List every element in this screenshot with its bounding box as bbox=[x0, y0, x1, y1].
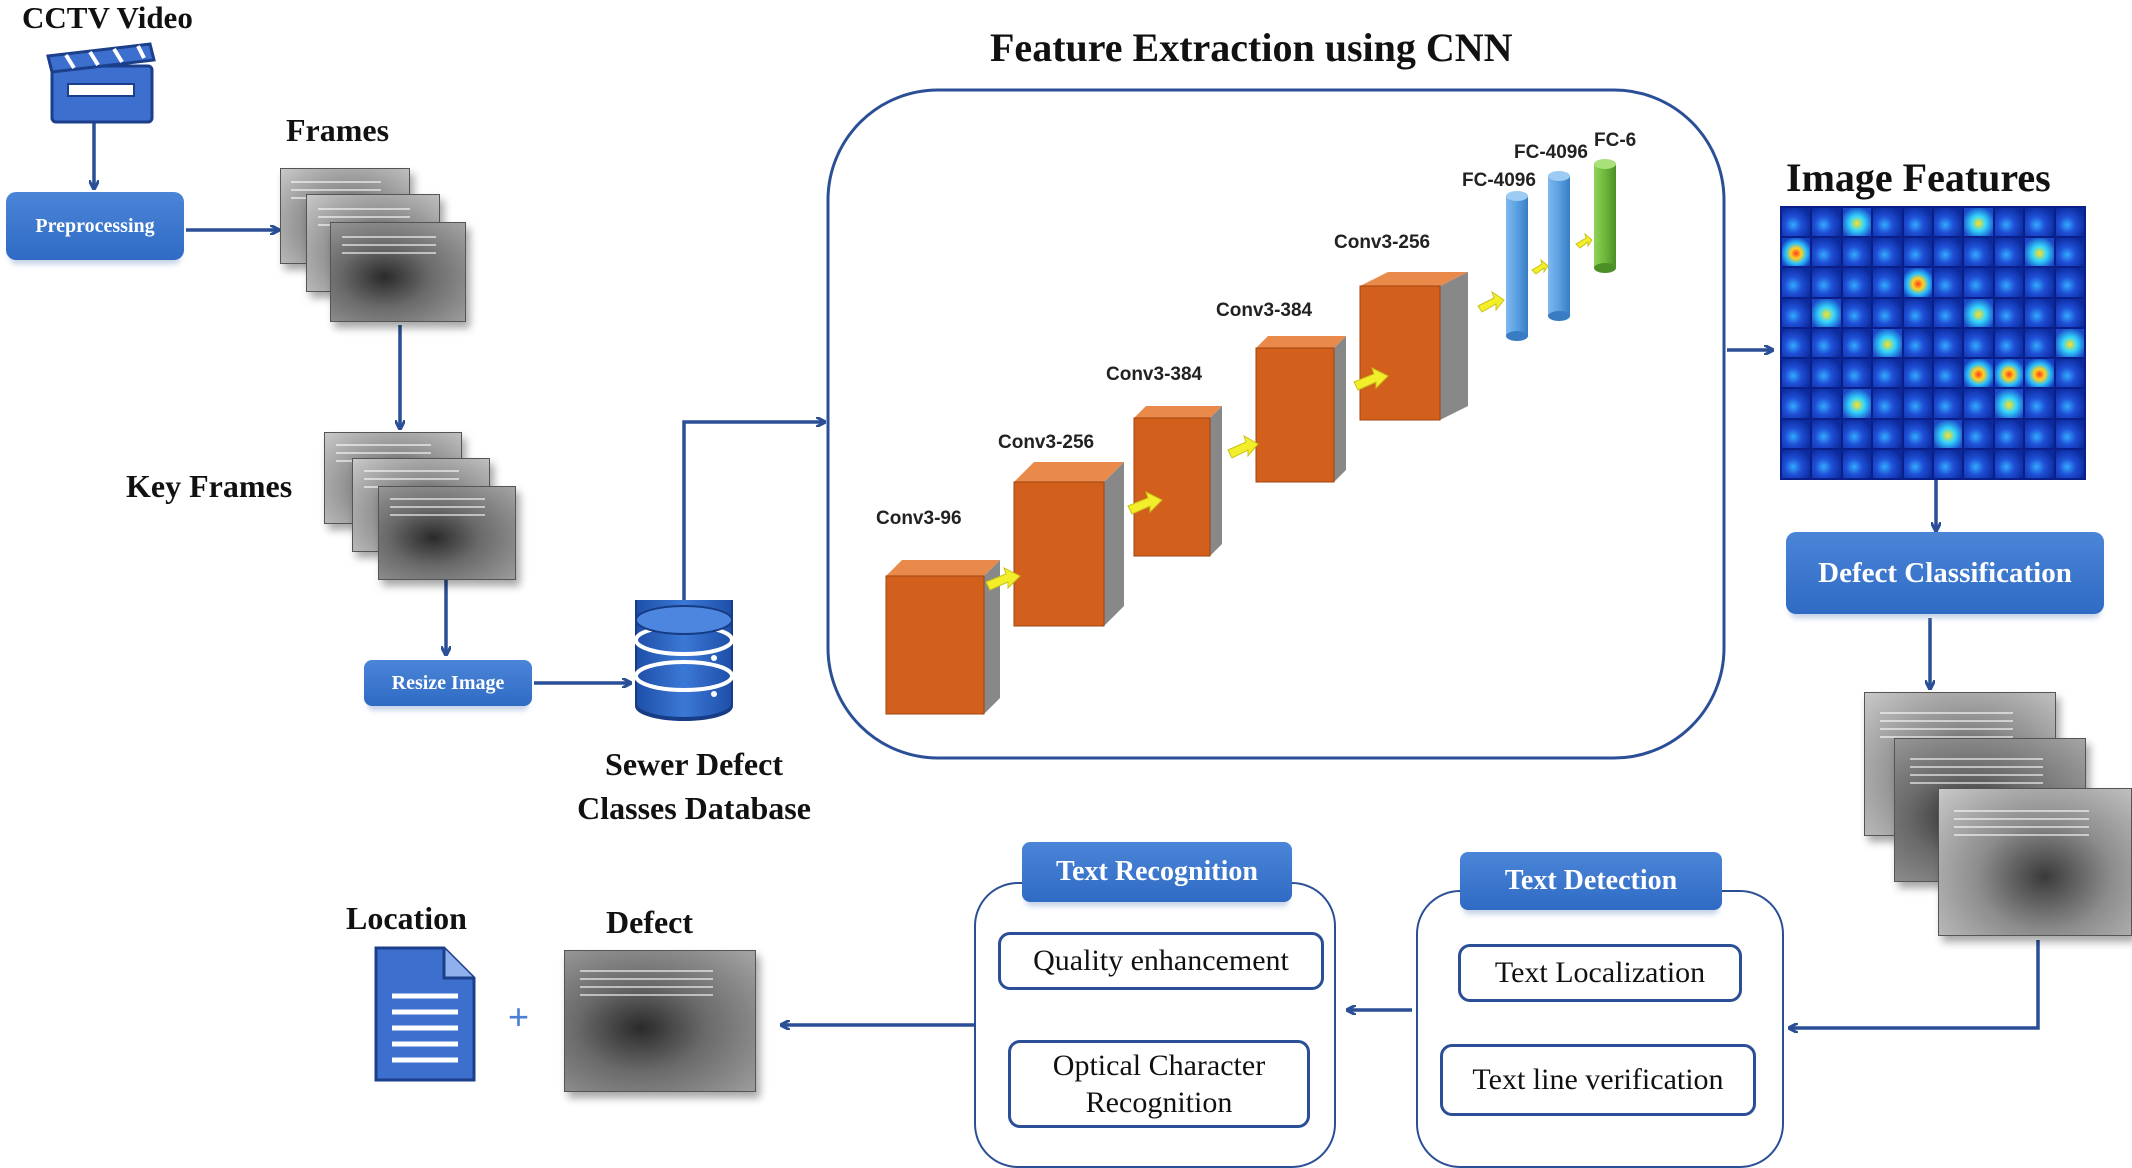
database-label: Sewer Defect Classes Database bbox=[560, 742, 828, 830]
location-label: Location bbox=[346, 900, 467, 936]
cnn-flow-arrows bbox=[985, 232, 1593, 591]
cnn-layer-label: FC-4096 bbox=[1462, 170, 1536, 191]
text-recognition-button[interactable]: Text Recognition bbox=[1022, 842, 1292, 902]
frame-photo-3 bbox=[330, 222, 466, 322]
cnn-layer-label: Conv3-384 bbox=[1106, 364, 1203, 385]
key-frames-label: Key Frames bbox=[126, 468, 293, 504]
page-title: Feature Extraction using CNN bbox=[990, 25, 1513, 70]
defect-classification-button[interactable]: Defect Classification bbox=[1786, 532, 2104, 614]
cnn-layer-label: Conv3-96 bbox=[876, 508, 962, 529]
text-detection-panel bbox=[1416, 890, 1784, 1168]
defect-label: Defect bbox=[606, 904, 694, 940]
key-frame-photo-3 bbox=[378, 486, 516, 580]
text-localization-step: Text Localization bbox=[1458, 944, 1742, 1002]
database-icon bbox=[634, 600, 734, 727]
cnn-layer-label: FC-6 bbox=[1594, 130, 1637, 151]
classified-photo-3 bbox=[1938, 788, 2132, 936]
clapperboard-icon bbox=[46, 42, 156, 124]
cnn-layer-label: FC-4096 bbox=[1514, 142, 1588, 163]
quality-enhancement-step: Quality enhancement bbox=[998, 932, 1324, 990]
database-label-line1: Sewer Defect bbox=[605, 746, 783, 782]
database-label-line2: Classes Database bbox=[577, 790, 811, 826]
preprocessing-button[interactable]: Preprocessing bbox=[6, 192, 184, 260]
cnn-layer-label: Conv3-256 bbox=[998, 432, 1095, 453]
text-line-verification-step: Text line verification bbox=[1440, 1044, 1756, 1116]
cnn-blocks bbox=[885, 159, 1616, 715]
cctv-video-label: CCTV Video bbox=[22, 0, 193, 35]
frames-label: Frames bbox=[286, 112, 390, 148]
cnn-frame bbox=[826, 88, 1726, 760]
ocr-step: Optical Character Recognition bbox=[1008, 1040, 1310, 1128]
plus-sign: + bbox=[508, 996, 530, 1037]
image-features-label: Image Features bbox=[1786, 155, 2051, 200]
defect-output-photo bbox=[564, 950, 756, 1092]
resize-image-button[interactable]: Resize Image bbox=[364, 660, 532, 706]
cnn-layer-label: Conv3-384 bbox=[1216, 300, 1313, 321]
text-detection-button[interactable]: Text Detection bbox=[1460, 852, 1722, 910]
document-icon bbox=[374, 946, 476, 1082]
cnn-layer-label: Conv3-256 bbox=[1334, 232, 1431, 253]
image-features-heatmap bbox=[1780, 206, 2086, 480]
